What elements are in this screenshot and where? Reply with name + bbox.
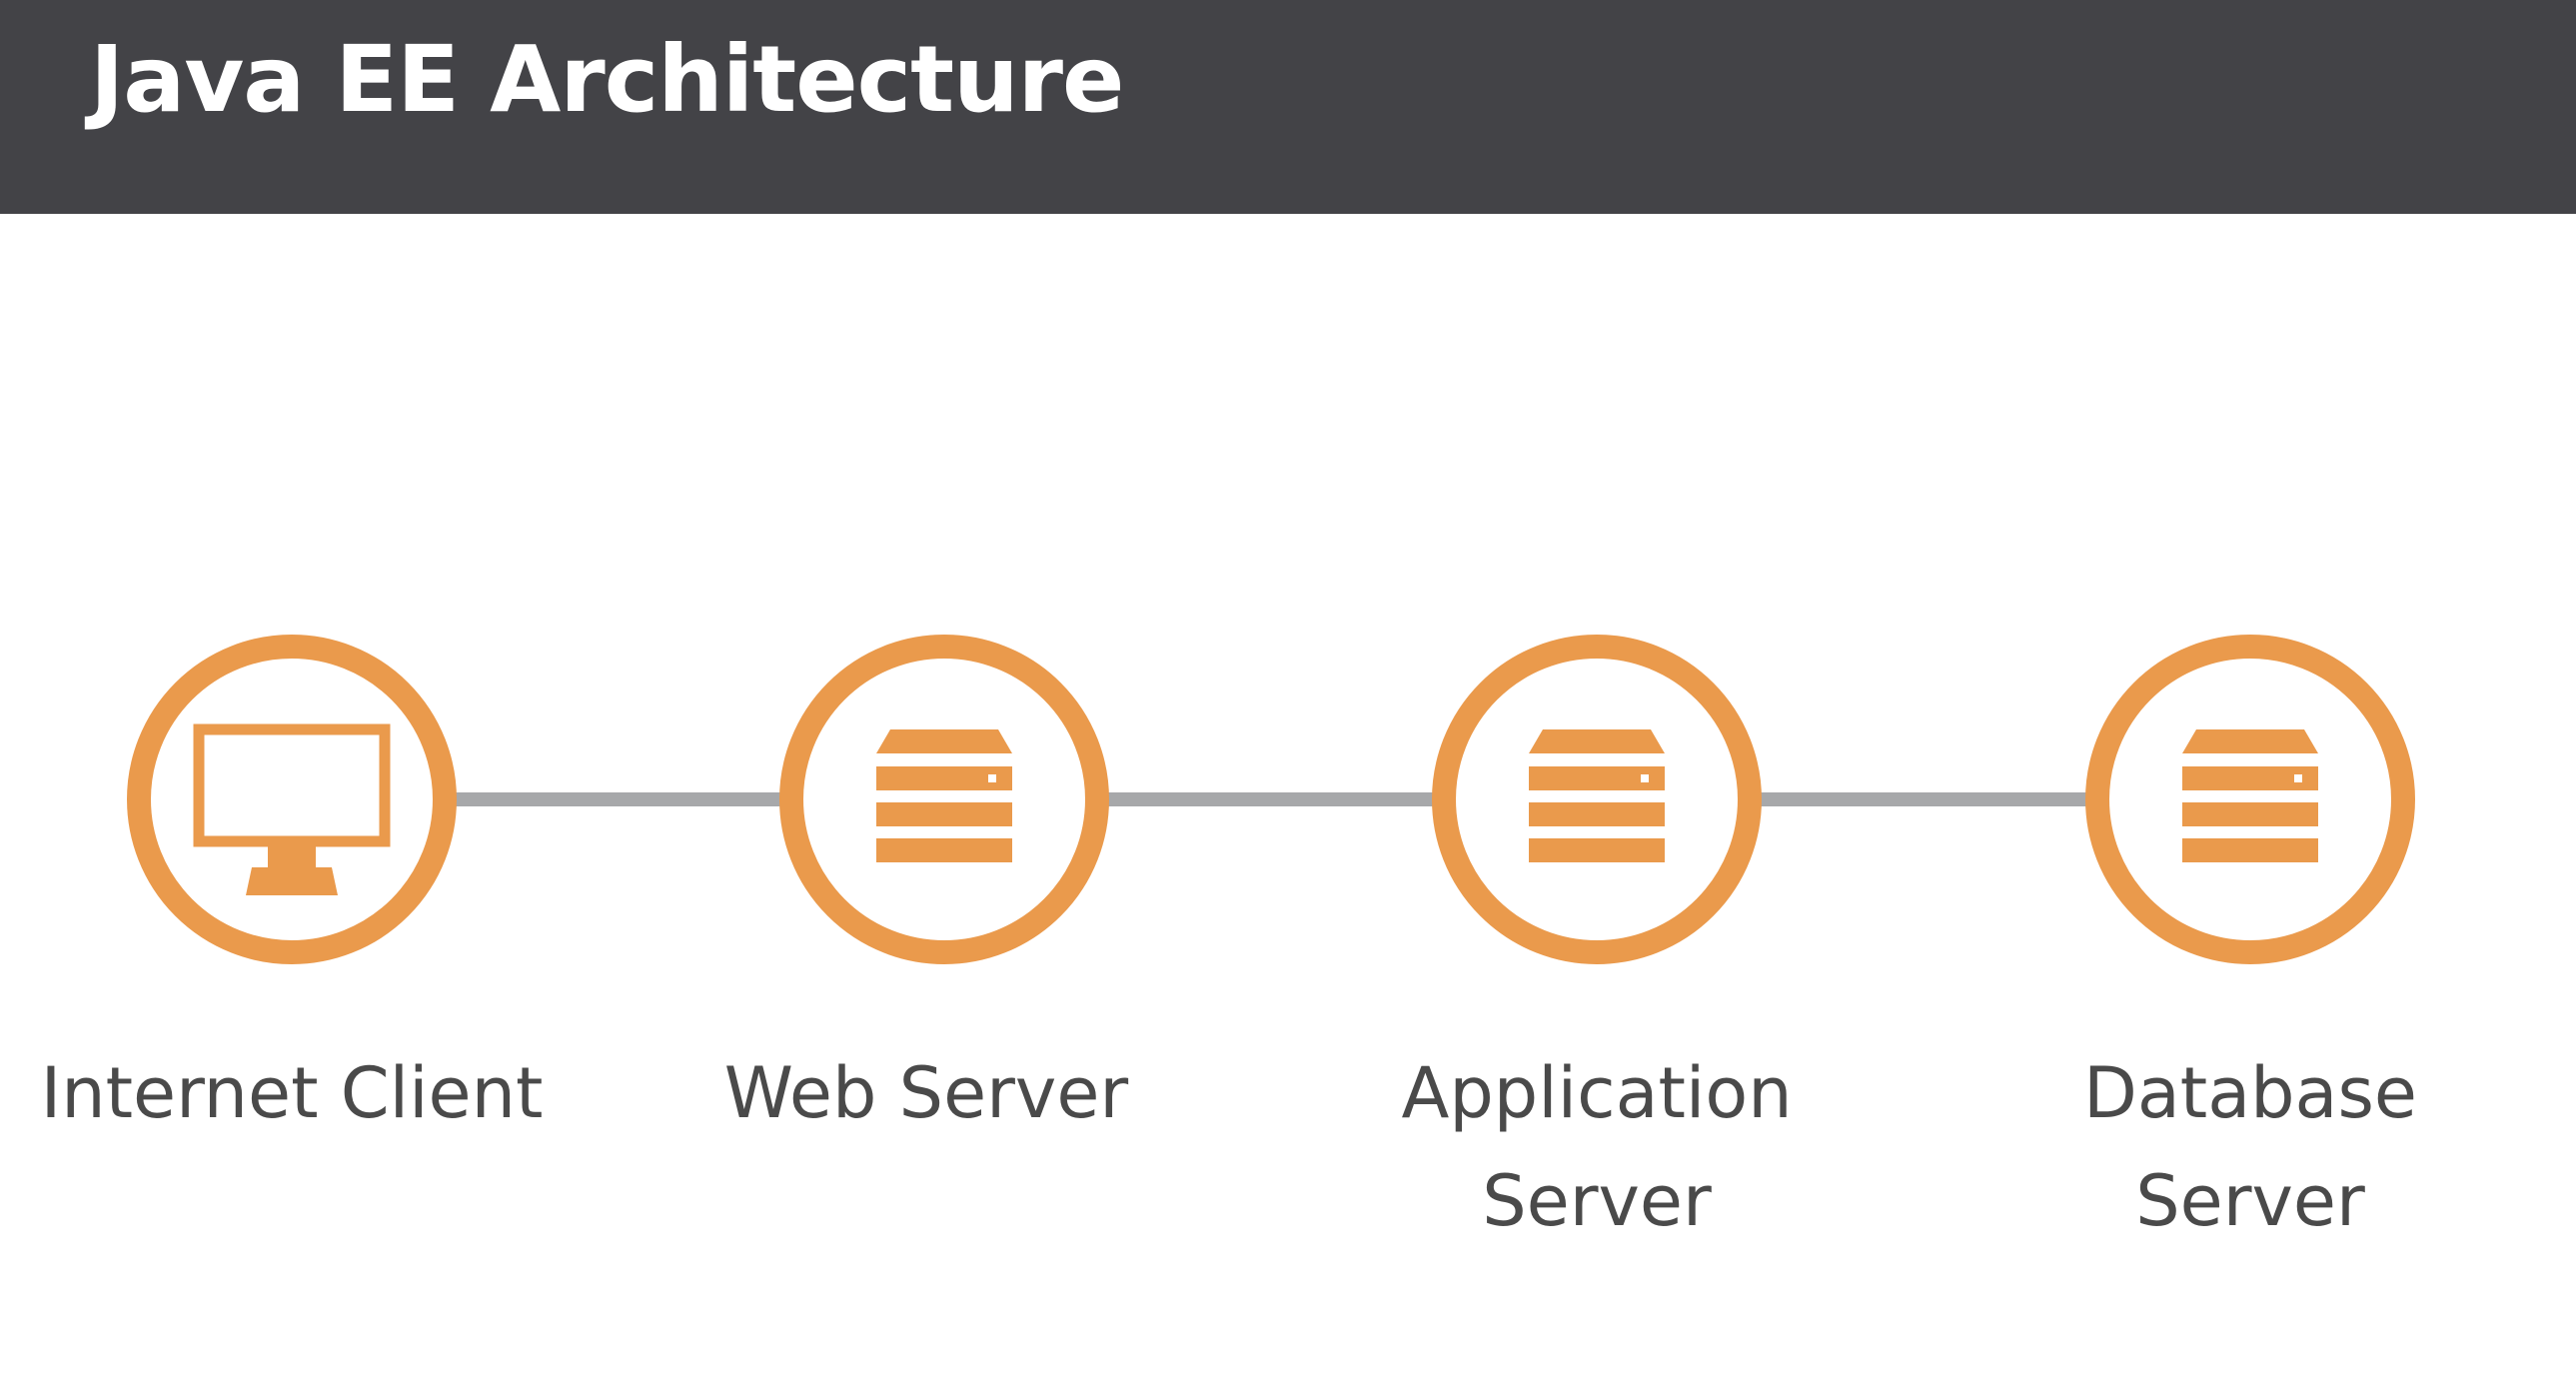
node-application-server [1432, 635, 1762, 964]
node-internet-client [127, 635, 457, 964]
label-internet-client: Internet Client [0, 1039, 612, 1147]
slide-title: Java EE Architecture [90, 26, 1124, 133]
server-icon [876, 729, 1012, 862]
node-ring [127, 635, 457, 964]
label-line: Database [2082, 1052, 2417, 1134]
node-ring [1432, 635, 1762, 964]
monitor-icon [193, 723, 391, 895]
label-line: Web Server [723, 1052, 1129, 1134]
label-line: Server [1482, 1160, 1712, 1242]
label-line: Server [2135, 1160, 2365, 1242]
slide-header: Java EE Architecture [0, 0, 2576, 214]
label-line: Application [1401, 1052, 1793, 1134]
node-database-server [2085, 635, 2415, 964]
label-web-server: Web Server [607, 1039, 1246, 1147]
label-line: Internet Client [40, 1052, 544, 1134]
server-icon [1529, 729, 1665, 862]
label-database-server: Database Server [1931, 1039, 2570, 1255]
node-ring [779, 635, 1109, 964]
label-application-server: Application Server [1277, 1039, 1917, 1255]
server-icon [2182, 729, 2318, 862]
node-ring [2085, 635, 2415, 964]
node-web-server [779, 635, 1109, 964]
